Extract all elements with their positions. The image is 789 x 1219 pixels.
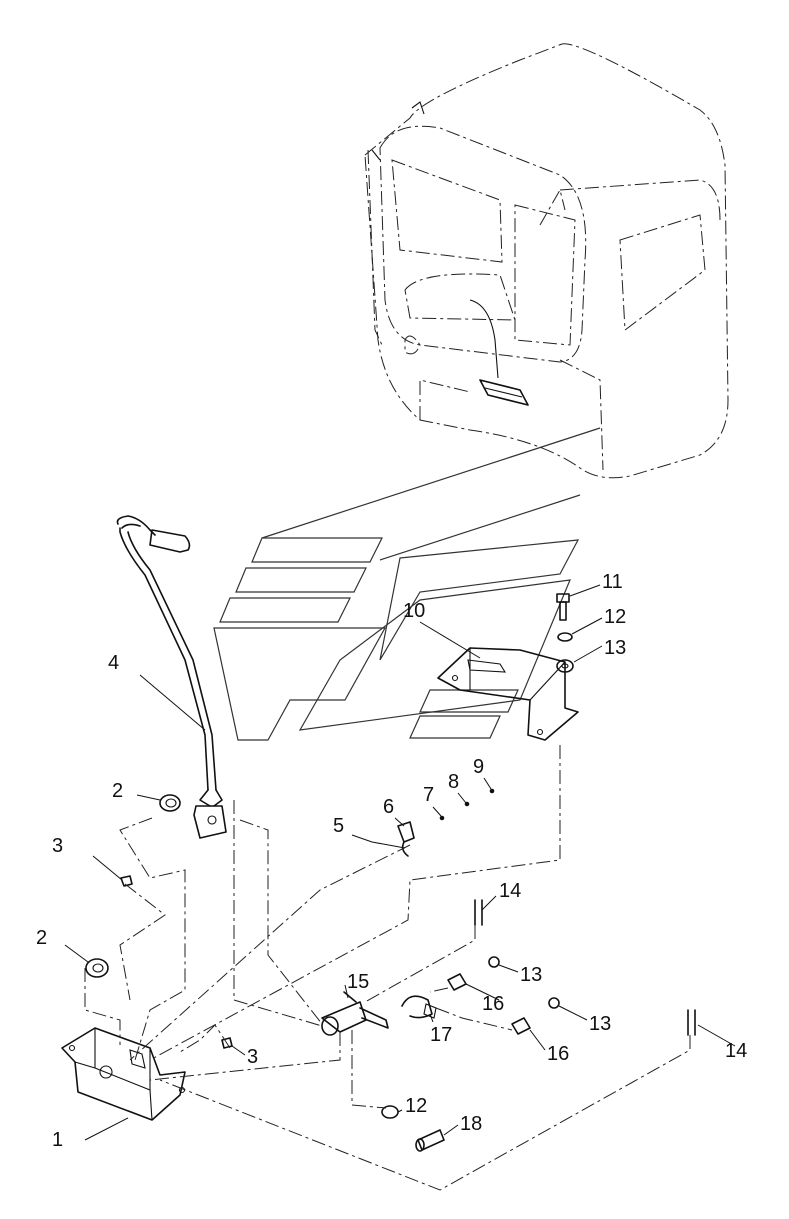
parts-5-9: [397, 788, 495, 857]
callout-8: 8: [448, 771, 459, 793]
parts-15-18: [321, 899, 696, 1152]
callout-2b: 2: [36, 927, 47, 949]
callout-10: 10: [403, 600, 425, 622]
part-1-base-bracket: [61, 1027, 186, 1121]
callout-1: 1: [52, 1129, 63, 1151]
leader-lines: [64, 584, 736, 1141]
assembly-lines: [84, 745, 691, 1191]
hardware-11-13: [556, 593, 574, 673]
callout-labels: 1 2 2 3 3 4 5 6 7 8 9 10 11 12 12 13 13 …: [36, 571, 747, 1151]
callout-14a: 14: [499, 880, 521, 902]
callout-7: 7: [423, 784, 434, 806]
callout-18: 18: [460, 1113, 482, 1135]
part-4-lever: [116, 515, 227, 839]
callout-3b: 3: [247, 1046, 258, 1068]
callout-13b: 13: [520, 964, 542, 986]
callout-2a: 2: [112, 780, 123, 802]
cab-outline: [364, 43, 729, 479]
callout-14b: 14: [725, 1040, 747, 1062]
callout-16b: 16: [547, 1043, 569, 1065]
callout-17: 17: [430, 1024, 452, 1046]
callout-13a: 13: [604, 637, 626, 659]
watermark-logo: [213, 427, 601, 741]
callout-11: 11: [602, 571, 623, 593]
callout-9: 9: [473, 756, 484, 778]
callout-5: 5: [333, 815, 344, 837]
part-10-bracket: [437, 647, 579, 741]
washers-and-pins: [85, 794, 233, 1049]
callout-12b: 12: [405, 1095, 427, 1117]
callout-16a: 16: [482, 993, 504, 1015]
callout-6: 6: [383, 796, 394, 818]
callout-15: 15: [347, 971, 369, 993]
callout-3a: 3: [52, 835, 63, 857]
callout-4: 4: [108, 652, 119, 674]
callout-13c: 13: [589, 1013, 611, 1035]
callout-12a: 12: [604, 606, 626, 628]
